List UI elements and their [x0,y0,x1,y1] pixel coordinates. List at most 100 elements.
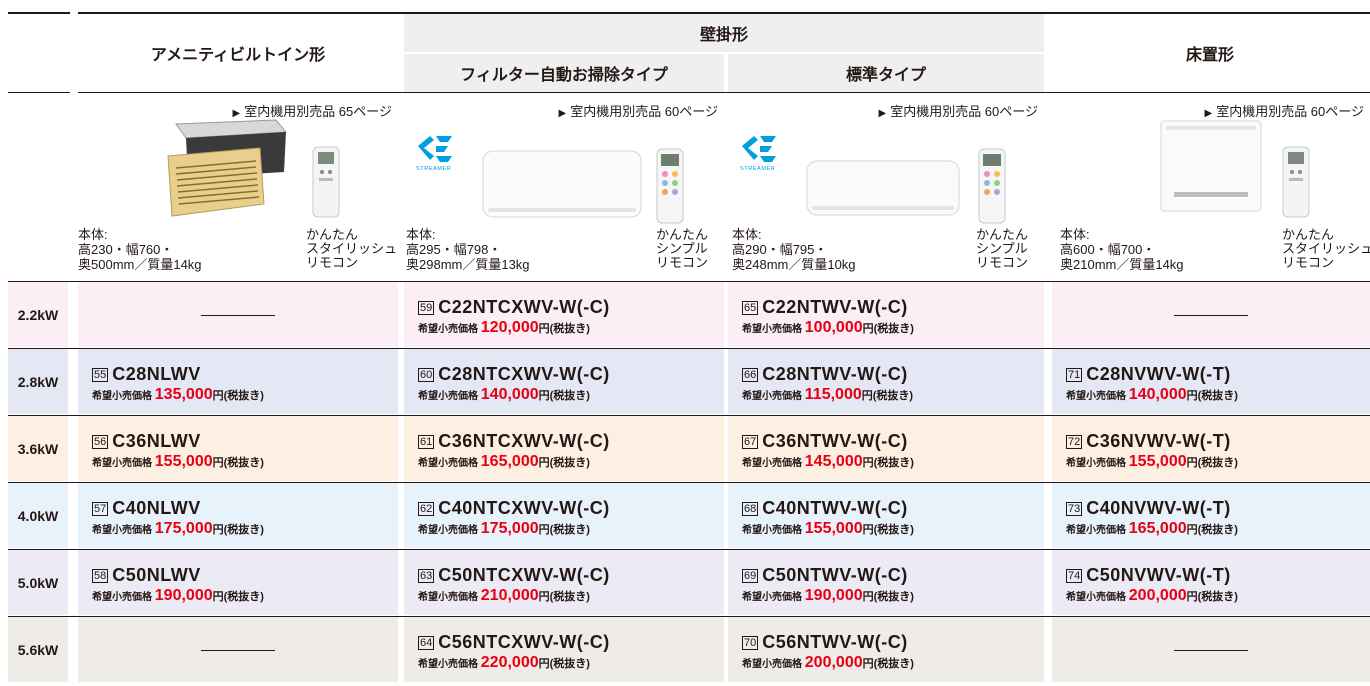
model-index-badge: 63 [418,569,435,583]
model-name[interactable]: C36NVWV-W(-T) [1086,431,1231,451]
model-name[interactable]: C28NLWV [112,364,201,384]
remote-line: かんたん [1282,227,1335,242]
model-index-badge: 65 [742,301,759,315]
model-name[interactable]: C50NVWV-W(-T) [1086,565,1231,585]
model-name[interactable]: C28NTCXWV-W(-C) [438,364,610,384]
kw-label: 2.8kW [8,349,68,414]
model-name[interactable]: C22NTCXWV-W(-C) [438,297,610,317]
model-cell [728,349,1044,414]
kw-label: 3.6kW [8,416,68,481]
price-suffix: 円(税抜き) [212,591,264,603]
top-rule-left [8,12,70,14]
model-cell [404,349,724,414]
price-line: 希望小売価格 165,000円(税抜き) [1066,520,1238,538]
price-line: 希望小売価格 175,000円(税抜き) [418,520,590,538]
play-triangle-icon: ▶ [878,108,887,119]
remote-line: リモコン [1282,255,1335,270]
remote-line: スタイリッシュ [1282,241,1370,256]
model-cell [728,416,1044,481]
remote-line: シンプル [976,241,1028,256]
remote-line: かんたん [976,227,1029,242]
spec-line: 本体: [78,227,108,242]
price-suffix: 円(税抜き) [538,390,590,402]
header-filter-type: フィルター自動お掃除タイプ [404,54,724,92]
standard-wall-unit-image [806,160,960,216]
price-label: 希望小売価格 [742,525,805,536]
price-label: 希望小売価格 [418,324,481,335]
price-label: 希望小売価格 [742,458,805,469]
page-link-col-3[interactable]: ▶室内機用別売品 60ページ [1052,101,1364,120]
page-link-text[interactable]: 室内機用別売品 60ページ [890,104,1038,119]
price-line: 希望小売価格 200,000円(税抜き) [742,654,914,672]
remote-line: リモコン [656,255,709,270]
page-link-col-2[interactable]: ▶室内機用別売品 60ページ [728,101,1038,120]
page-link-col-0[interactable]: ▶室内機用別売品 65ページ [78,101,392,120]
model-name[interactable]: C22NTWV-W(-C) [762,297,908,317]
model-cell [1052,349,1370,414]
spec-line: 高295・幅798・ [406,242,502,257]
model-name[interactable]: C50NTCXWV-W(-C) [438,565,610,585]
page-link-col-1[interactable]: ▶室内機用別売品 60ページ [404,101,718,120]
model-cell [728,282,1044,347]
price-suffix: 円(税抜き) [1186,390,1238,402]
price-suffix: 円(税抜き) [212,390,264,402]
price-suffix: 円(税抜き) [862,658,914,670]
spec-line: 本体: [406,227,436,242]
model-name[interactable]: C50NLWV [112,565,201,585]
page-link-text[interactable]: 室内機用別売品 60ページ [570,104,718,119]
price-line: 希望小売価格 190,000円(税抜き) [92,587,264,605]
model-name[interactable]: C36NTCXWV-W(-C) [438,431,610,451]
model-index-badge: 56 [92,435,109,449]
price-line: 希望小売価格 115,000円(税抜き) [742,386,913,404]
header-rule [78,92,1370,93]
builtin-unit-image [167,119,288,217]
model-name[interactable]: C56NTWV-W(-C) [762,632,908,652]
kw-label: 5.6kW [8,617,68,682]
model-name[interactable]: C36NTWV-W(-C) [762,431,908,451]
price-suffix: 円(税抜き) [212,457,264,469]
model-name[interactable]: C36NLWV [112,431,201,451]
price-line: 希望小売価格 200,000円(税抜き) [1066,587,1238,605]
page-link-text[interactable]: 室内機用別売品 65ページ [244,104,392,119]
model-name[interactable]: C40NTCXWV-W(-C) [438,498,610,518]
price-line: 希望小売価格 190,000円(税抜き) [742,587,914,605]
model-cell [78,416,398,481]
model-name[interactable]: C28NTWV-W(-C) [762,364,908,384]
price-suffix: 円(税抜き) [538,591,590,603]
model-index-badge: 67 [742,435,759,449]
top-rule [78,12,1370,14]
model-name[interactable]: C40NTWV-W(-C) [762,498,908,518]
spec-text-col-0: 本体:高230・幅760・奥500mm／質量14kg [78,227,202,272]
remote-label-col-1: かんたんシンプルリモコン [656,228,708,270]
model-name[interactable]: C40NVWV-W(-T) [1086,498,1231,518]
model-cell [404,483,724,548]
remote-line: スタイリッシュ [306,241,398,256]
model-name[interactable]: C50NTWV-W(-C) [762,565,908,585]
price-suffix: 円(税抜き) [538,524,590,536]
model-name[interactable]: C40NLWV [112,498,201,518]
model-name[interactable]: C28NVWV-W(-T) [1086,364,1231,384]
page-link-text[interactable]: 室内機用別売品 60ページ [1216,104,1364,119]
price-value: 175,000 [154,520,213,537]
model-name[interactable]: C56NTCXWV-W(-C) [438,632,610,652]
